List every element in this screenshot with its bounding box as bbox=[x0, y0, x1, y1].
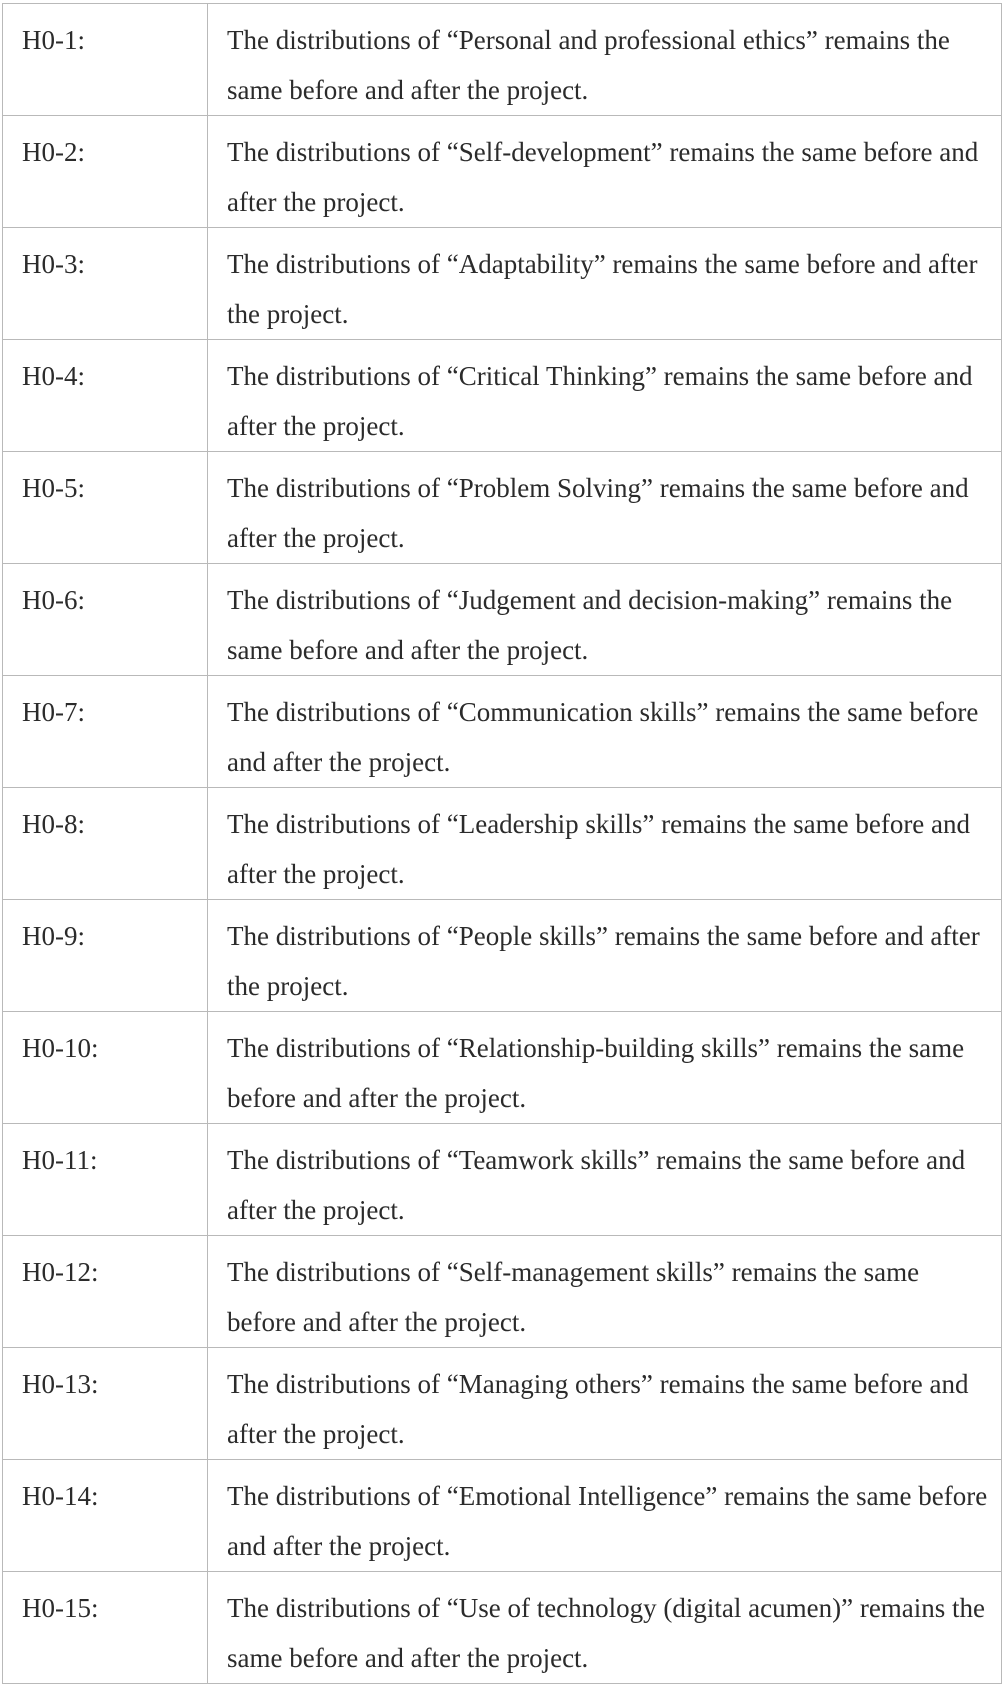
hypotheses-table-body: H0-1: The distributions of “Personal and… bbox=[2, 3, 1002, 1684]
table-row: H0-8: The distributions of “Leadership s… bbox=[2, 787, 1002, 900]
table-row: H0-1: The distributions of “Personal and… bbox=[2, 3, 1002, 116]
table-row: H0-7: The distributions of “Communicatio… bbox=[2, 675, 1002, 788]
hypothesis-id: H0-12: bbox=[2, 1235, 208, 1348]
hypothesis-text: The distributions of “Relationship-build… bbox=[207, 1011, 1002, 1124]
hypothesis-text: The distributions of “Self-management sk… bbox=[207, 1235, 1002, 1348]
hypothesis-text: The distributions of “Managing others” r… bbox=[207, 1347, 1002, 1460]
hypothesis-text: The distributions of “Teamwork skills” r… bbox=[207, 1123, 1002, 1236]
hypothesis-id: H0-11: bbox=[2, 1123, 208, 1236]
hypothesis-id: H0-3: bbox=[2, 227, 208, 340]
hypotheses-table: H0-1: The distributions of “Personal and… bbox=[2, 3, 1002, 1684]
hypothesis-id: H0-13: bbox=[2, 1347, 208, 1460]
hypothesis-text: The distributions of “Personal and profe… bbox=[207, 3, 1002, 116]
hypothesis-id: H0-9: bbox=[2, 899, 208, 1012]
table-row: H0-15: The distributions of “Use of tech… bbox=[2, 1571, 1002, 1684]
hypothesis-text: The distributions of “Problem Solving” r… bbox=[207, 451, 1002, 564]
hypothesis-text: The distributions of “Use of technology … bbox=[207, 1571, 1002, 1684]
hypothesis-text: The distributions of “Judgement and deci… bbox=[207, 563, 1002, 676]
hypothesis-text: The distributions of “Communication skil… bbox=[207, 675, 1002, 788]
table-row: H0-2: The distributions of “Self-develop… bbox=[2, 115, 1002, 228]
hypothesis-id: H0-14: bbox=[2, 1459, 208, 1572]
table-row: H0-14: The distributions of “Emotional I… bbox=[2, 1459, 1002, 1572]
table-row: H0-6: The distributions of “Judgement an… bbox=[2, 563, 1002, 676]
hypothesis-id: H0-6: bbox=[2, 563, 208, 676]
hypothesis-text: The distributions of “Adaptability” rema… bbox=[207, 227, 1002, 340]
hypothesis-id: H0-2: bbox=[2, 115, 208, 228]
hypothesis-id: H0-10: bbox=[2, 1011, 208, 1124]
hypothesis-text: The distributions of “Emotional Intellig… bbox=[207, 1459, 1002, 1572]
hypothesis-text: The distributions of “Self-development” … bbox=[207, 115, 1002, 228]
table-row: H0-5: The distributions of “Problem Solv… bbox=[2, 451, 1002, 564]
hypothesis-id: H0-4: bbox=[2, 339, 208, 452]
table-row: H0-11: The distributions of “Teamwork sk… bbox=[2, 1123, 1002, 1236]
hypothesis-text: The distributions of “Leadership skills”… bbox=[207, 787, 1002, 900]
table-row: H0-13: The distributions of “Managing ot… bbox=[2, 1347, 1002, 1460]
hypothesis-text: The distributions of “People skills” rem… bbox=[207, 899, 1002, 1012]
hypothesis-id: H0-8: bbox=[2, 787, 208, 900]
hypothesis-id: H0-5: bbox=[2, 451, 208, 564]
table-row: H0-3: The distributions of “Adaptability… bbox=[2, 227, 1002, 340]
hypothesis-id: H0-15: bbox=[2, 1571, 208, 1684]
table-row: H0-4: The distributions of “Critical Thi… bbox=[2, 339, 1002, 452]
hypothesis-id: H0-7: bbox=[2, 675, 208, 788]
table-row: H0-12: The distributions of “Self-manage… bbox=[2, 1235, 1002, 1348]
table-row: H0-10: The distributions of “Relationshi… bbox=[2, 1011, 1002, 1124]
table-row: H0-9: The distributions of “People skill… bbox=[2, 899, 1002, 1012]
hypothesis-id: H0-1: bbox=[2, 3, 208, 116]
hypothesis-text: The distributions of “Critical Thinking”… bbox=[207, 339, 1002, 452]
